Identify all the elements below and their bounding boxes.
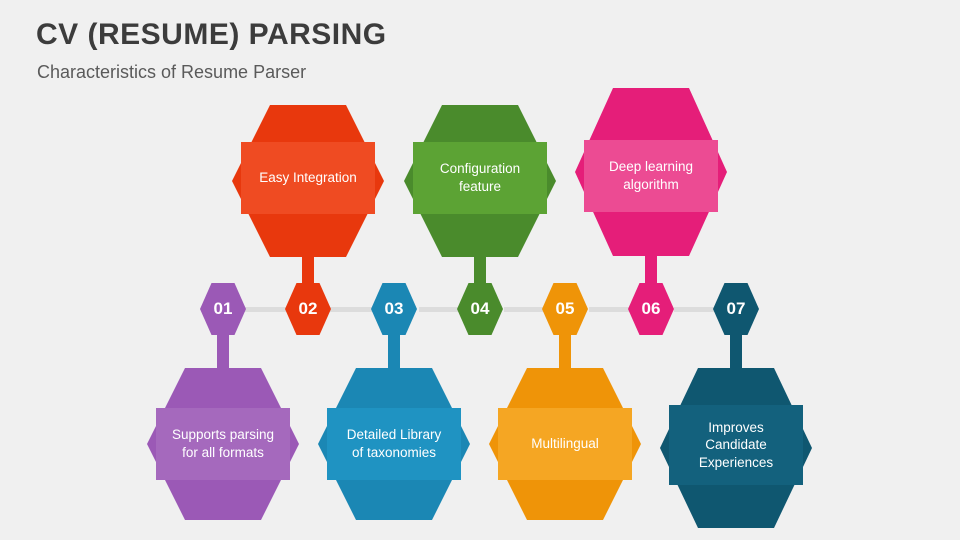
- page-subtitle: Characteristics of Resume Parser: [37, 62, 307, 82]
- hexagon-06-inner: Deep learning algorithm: [584, 140, 718, 212]
- hexagon-06-label: Deep learning algorithm: [608, 159, 694, 192]
- hexagon-05-inner: Multilingual: [498, 408, 632, 480]
- hexagon-07-label: Improves Candidate Experiences: [698, 419, 774, 470]
- connector-rail-2: [330, 307, 376, 312]
- hexagon-07-inner: Improves Candidate Experiences: [669, 405, 803, 485]
- badge-03[interactable]: 03: [371, 283, 417, 335]
- hexagon-04-inner: Configuration feature: [413, 142, 547, 214]
- badge-01-label: 01: [213, 299, 233, 318]
- connector-rail-left: [222, 307, 286, 312]
- hexagon-01-inner: Supports parsing for all formats: [156, 408, 290, 480]
- connector-rail-3: [419, 307, 463, 312]
- badge-05-label: 05: [555, 299, 575, 318]
- hexagon-04-label: Configuration feature: [439, 161, 521, 194]
- connector-rail-6: [674, 307, 718, 312]
- badge-05[interactable]: 05: [542, 283, 588, 335]
- badge-02-label: 02: [298, 299, 318, 318]
- badge-04-label: 04: [470, 299, 490, 318]
- connector-rail-4: [504, 307, 548, 312]
- connector-rail-5: [589, 307, 633, 312]
- badge-06[interactable]: 06: [628, 283, 674, 335]
- hexagon-02-label: Easy Integration: [259, 170, 357, 186]
- badge-01[interactable]: 01: [200, 283, 246, 335]
- hexagon-03-inner: Detailed Library of taxonomies: [327, 408, 461, 480]
- badge-03-label: 03: [384, 299, 404, 318]
- hexagon-05-label: Multilingual: [531, 436, 599, 452]
- hexagon-03-label: Detailed Library of taxonomies: [346, 427, 442, 460]
- badge-02[interactable]: 02: [285, 283, 331, 335]
- badge-07[interactable]: 07: [713, 283, 759, 335]
- hexagon-01-label: Supports parsing for all formats: [171, 427, 275, 460]
- badge-07-label: 07: [726, 299, 746, 318]
- hexagon-02-inner: Easy Integration: [241, 142, 375, 214]
- page-title: CV (RESUME) PARSING: [36, 18, 387, 51]
- badge-06-label: 06: [641, 299, 661, 318]
- badge-04[interactable]: 04: [457, 283, 503, 335]
